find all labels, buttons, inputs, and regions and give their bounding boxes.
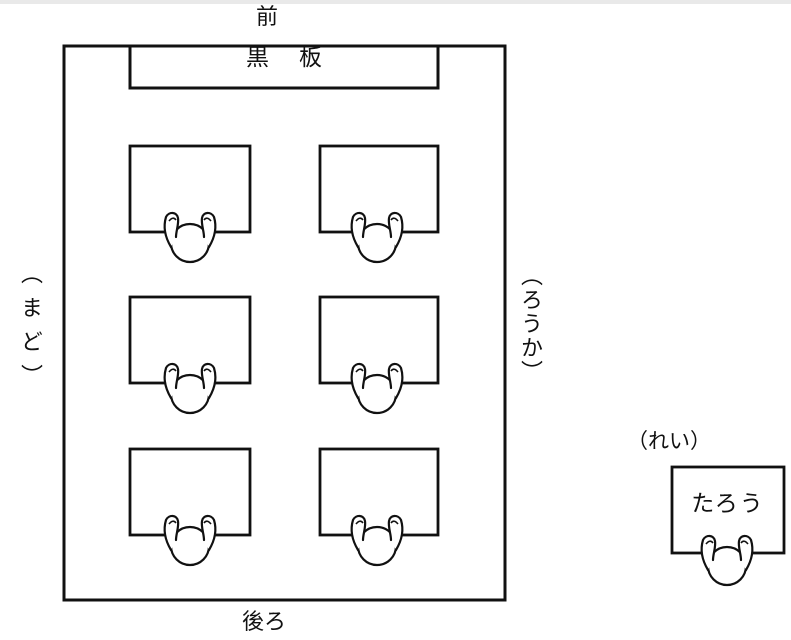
desk xyxy=(128,144,252,234)
window-label: （まど） xyxy=(17,262,42,398)
top-border xyxy=(0,0,791,4)
desk xyxy=(128,295,252,385)
blackboard-label: 黒板 xyxy=(246,45,352,71)
desk xyxy=(318,295,440,385)
hallway-label: （ろうか） xyxy=(517,264,542,384)
blackboard xyxy=(128,44,440,90)
desk xyxy=(318,144,440,234)
example-desk-name: たろう xyxy=(691,491,765,517)
desk xyxy=(128,447,252,537)
desk xyxy=(318,447,440,537)
front-label: 前 xyxy=(256,5,279,30)
back-label: 後ろ xyxy=(242,610,287,635)
example-label: （れい） xyxy=(627,429,711,453)
